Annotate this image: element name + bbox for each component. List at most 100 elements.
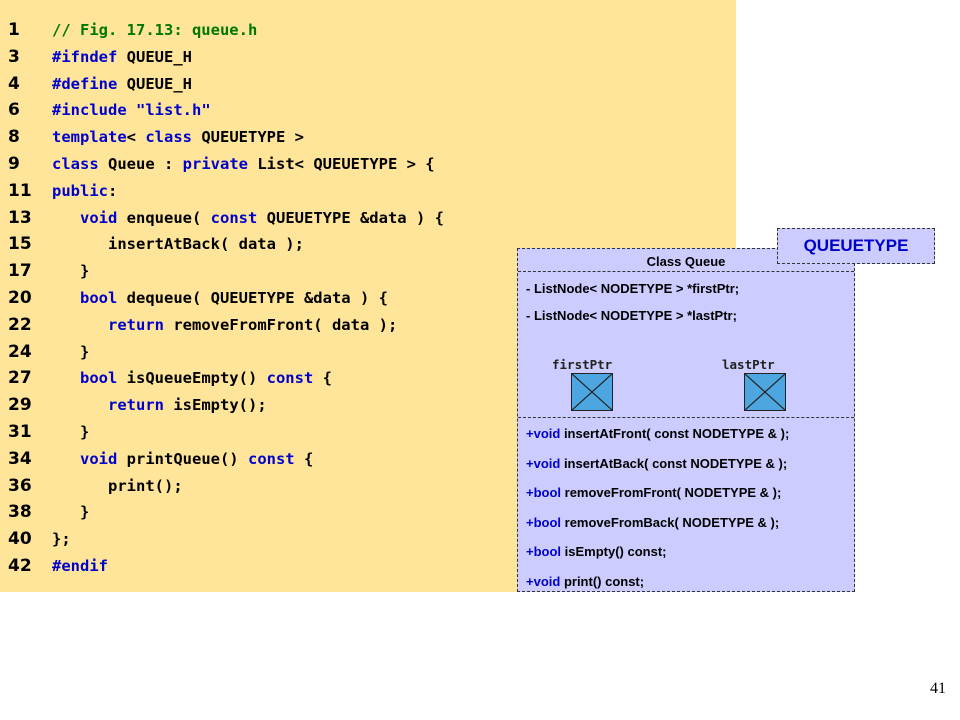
code-token: void (80, 449, 118, 468)
line-number: 31 (8, 422, 32, 442)
code-token: #include (52, 101, 127, 120)
code-line: 6#include "list.h" (0, 97, 736, 123)
code-token: return (108, 396, 164, 415)
code-token: isEmpty(); (164, 396, 267, 415)
code-token (52, 450, 80, 468)
code-token: bool (80, 289, 118, 307)
code-line: 31 } (0, 419, 736, 445)
code-token: : (108, 181, 118, 200)
code-text: } (52, 499, 89, 525)
code-text: #define QUEUE_H (52, 71, 192, 97)
code-line: 42#endif (0, 553, 736, 579)
code-text: void enqueue( const QUEUETYPE &data ) { (52, 205, 444, 231)
line-number: 38 (8, 502, 32, 523)
line-number: 11 (8, 180, 32, 201)
code-token: const (210, 208, 258, 227)
operation-signature: removeFromBack( NODETYPE & ); (561, 514, 780, 530)
code-token: bool (80, 369, 118, 388)
code-text: #endif (52, 553, 108, 579)
code-token: Queue : (98, 155, 183, 173)
line-number: 36 (8, 475, 32, 496)
template-parameter-box: QUEUETYPE (777, 228, 935, 264)
line-number: 24 (8, 341, 32, 362)
line-number: 4 (8, 73, 20, 94)
code-token: #define (52, 74, 118, 93)
code-token: void (80, 208, 118, 227)
code-text: bool isQueueEmpty() const { (52, 365, 332, 391)
code-line: 29 return isEmpty(); (0, 392, 736, 418)
code-token: print(); (52, 476, 183, 495)
code-token: QUEUE_H (117, 47, 192, 66)
code-token: { (313, 369, 332, 388)
code-token: } (52, 503, 90, 522)
code-token (52, 316, 108, 334)
code-text: class Queue : private List< QUEUETYPE > … (52, 151, 435, 177)
operation-signature: insertAtBack( const NODETYPE & ); (560, 455, 788, 471)
code-token: removeFromFront( data ); (164, 315, 398, 334)
code-token: } (52, 342, 90, 361)
uml-operation: +bool removeFromBack( NODETYPE & ); (526, 515, 779, 530)
code-text: } (52, 258, 89, 284)
line-number: 15 (8, 234, 32, 255)
operation-signature: insertAtFront( const NODETYPE & ); (560, 426, 790, 441)
line-number: 22 (8, 314, 32, 335)
line-number: 8 (8, 127, 20, 148)
code-token (52, 209, 80, 227)
uml-operation: +bool removeFromFront( NODETYPE & ); (526, 485, 781, 500)
line-number: 9 (8, 154, 20, 174)
code-line: 22 return removeFromFront( data ); (0, 312, 736, 338)
code-token: #ifndef (52, 47, 118, 66)
code-text: #ifndef QUEUE_H (52, 44, 192, 70)
code-line: 20 bool dequeue( QUEUETYPE &data ) { (0, 285, 736, 311)
operation-return-type: +void (526, 573, 561, 589)
null-pointer-icon (571, 373, 613, 411)
code-token: dequeue( QUEUETYPE &data ) { (117, 289, 388, 307)
uml-divider-ops (518, 417, 854, 418)
uml-operation: +void insertAtBack( const NODETYPE & ); (526, 456, 787, 471)
code-token: isQueueEmpty() (117, 369, 267, 388)
line-number: 27 (8, 368, 32, 389)
code-token (52, 369, 80, 387)
line-number: 17 (8, 261, 32, 282)
page-number: 41 (930, 680, 946, 697)
code-text: print(); (52, 473, 183, 499)
operation-return-type: +bool (526, 514, 562, 530)
code-token: const (266, 369, 314, 388)
code-line: 13 void enqueue( const QUEUETYPE &data )… (0, 205, 736, 231)
pointer-label: lastPtr (722, 357, 775, 372)
code-line: 3#ifndef QUEUE_H (0, 44, 736, 70)
operation-return-type: +bool (526, 544, 562, 559)
code-token: enqueue( (117, 208, 211, 227)
operation-signature: isEmpty() const; (561, 544, 667, 559)
code-text: // Fig. 17.13: queue.h (52, 17, 257, 43)
code-text: bool dequeue( QUEUETYPE &data ) { (52, 285, 388, 311)
code-token: #endif (52, 557, 108, 575)
code-line: 17 } (0, 258, 736, 284)
code-text: template< class QUEUETYPE > (52, 124, 304, 150)
code-token: QUEUETYPE &data ) { (257, 208, 444, 227)
code-token: } (52, 423, 90, 441)
code-text: }; (52, 526, 71, 552)
null-pointer-icon (744, 373, 786, 411)
code-token: List< QUEUETYPE > { (248, 155, 435, 173)
code-line: 1// Fig. 17.13: queue.h (0, 17, 736, 43)
line-number: 6 (8, 100, 20, 121)
code-token (127, 101, 136, 119)
code-line: 15 insertAtBack( data ); (0, 231, 736, 257)
operation-return-type: +bool (526, 485, 562, 500)
code-line: 24 } (0, 339, 736, 365)
code-token: < (126, 128, 146, 147)
code-line: 27 bool isQueueEmpty() const { (0, 365, 736, 391)
code-line: 4 #define QUEUE_H (0, 71, 736, 97)
code-token: template (52, 128, 127, 147)
operation-signature: print() const; (560, 573, 645, 589)
uml-class-name: Class Queue (646, 254, 726, 269)
code-token: } (52, 262, 90, 281)
line-number: 40 (8, 529, 32, 550)
code-token (52, 289, 80, 307)
code-text: void printQueue() const { (52, 446, 313, 472)
code-token: return (108, 315, 164, 334)
uml-operation: +void insertAtFront( const NODETYPE & ); (526, 426, 789, 441)
code-text: insertAtBack( data ); (52, 231, 304, 257)
